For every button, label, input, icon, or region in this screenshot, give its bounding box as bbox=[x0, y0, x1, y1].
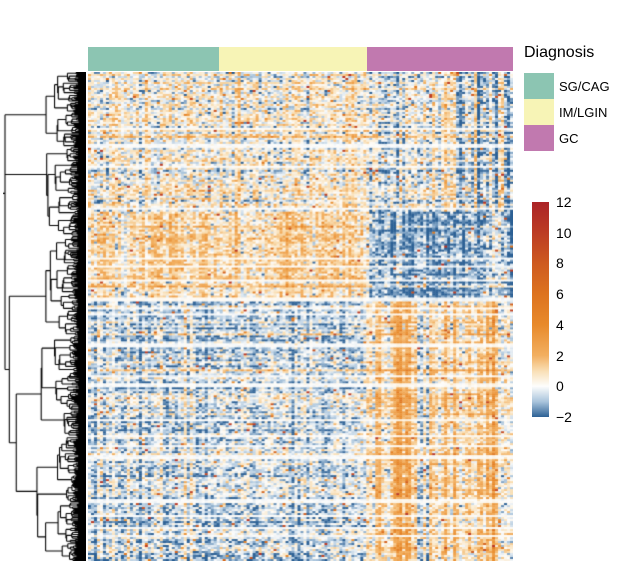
value-colorbar bbox=[532, 202, 549, 417]
colorbar-tick-label: 4 bbox=[556, 316, 564, 333]
colorbar-tick-label: 2 bbox=[556, 347, 564, 364]
colorbar-tick-label: −2 bbox=[556, 409, 572, 425]
legend-swatch bbox=[524, 125, 554, 151]
legend-swatch bbox=[524, 73, 554, 99]
annotation-segment-2 bbox=[218, 47, 367, 71]
legend-item: GC bbox=[524, 125, 610, 151]
legend-items: SG/CAG IM/LGIN GC bbox=[524, 73, 610, 151]
legend-item-label: SG/CAG bbox=[559, 78, 610, 94]
colorbar-tick-label: 0 bbox=[556, 378, 564, 395]
colorbar-tick-label: 12 bbox=[556, 194, 572, 210]
column-annotation-bar bbox=[88, 47, 513, 71]
legend-swatch bbox=[524, 99, 554, 125]
colorbar-tick-label: 6 bbox=[556, 286, 564, 303]
legend-item-label: GC bbox=[559, 130, 579, 146]
colorbar-tick-label: 8 bbox=[556, 255, 564, 272]
colorbar-tick-label: 10 bbox=[556, 224, 572, 241]
legend-title: Diagnosis bbox=[524, 44, 595, 61]
annotation-segment-1 bbox=[88, 47, 219, 71]
row-dendrogram bbox=[3, 72, 86, 561]
legend-item-label: IM/LGIN bbox=[559, 104, 608, 120]
annotation-segment-3 bbox=[366, 47, 513, 71]
legend-item: IM/LGIN bbox=[524, 99, 610, 125]
diagnosis-legend: Diagnosis SG/CAG IM/LGIN GC bbox=[524, 44, 610, 151]
heatmap-matrix bbox=[88, 72, 513, 561]
legend-item: SG/CAG bbox=[524, 73, 610, 99]
